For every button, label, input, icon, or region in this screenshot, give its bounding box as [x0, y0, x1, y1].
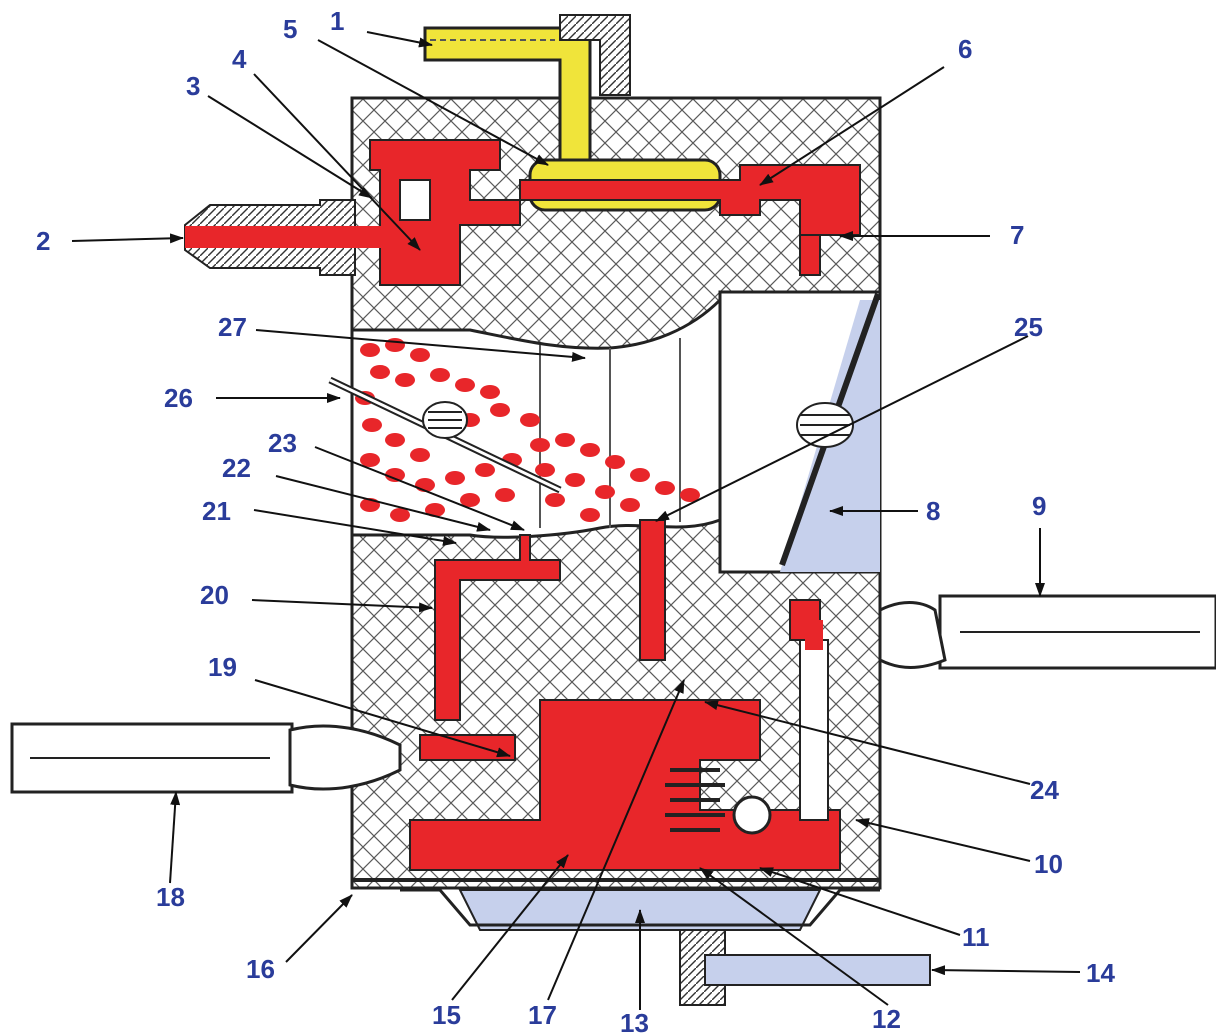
label-4: 4: [232, 44, 247, 74]
fuel-metering-chamber: [409, 519, 841, 871]
label-22: 22: [222, 453, 251, 483]
label-14: 14: [1086, 958, 1115, 988]
label-17: 17: [528, 1000, 557, 1030]
low-speed-needle: [10, 722, 402, 794]
label-8: 8: [926, 496, 940, 526]
label-25: 25: [1014, 312, 1043, 342]
fuel-mist: [355, 338, 700, 522]
label-11: 11: [962, 922, 990, 952]
high-speed-needle: [878, 594, 1216, 670]
label-6: 6: [958, 34, 972, 64]
part-number-labels: 1 2 3 4 5 6 7 8 9 10 11 12 13 14 15 16 1…: [36, 6, 1115, 1035]
throttle-plate-screw: [796, 402, 854, 448]
label-7: 7: [1010, 220, 1024, 250]
fuel-inlet-barb: [184, 199, 385, 276]
label-15: 15: [432, 1000, 461, 1030]
choke-valve: [328, 376, 562, 494]
label-5: 5: [283, 14, 297, 44]
metering-spring: [665, 768, 772, 835]
label-26: 26: [164, 383, 193, 413]
label-10: 10: [1034, 849, 1063, 879]
leader-lines: [71, 31, 1081, 1010]
label-21: 21: [202, 496, 231, 526]
label-9: 9: [1032, 491, 1046, 521]
label-23: 23: [268, 428, 297, 458]
label-27: 27: [218, 312, 247, 342]
label-24: 24: [1030, 775, 1059, 805]
inlet-needle: [799, 620, 829, 821]
fuel-pump-section: [369, 139, 861, 286]
label-16: 16: [246, 954, 275, 984]
label-18: 18: [156, 882, 185, 912]
label-3: 3: [186, 71, 200, 101]
label-20: 20: [200, 580, 229, 610]
label-2: 2: [36, 226, 50, 256]
label-19: 19: [208, 652, 237, 682]
label-13: 13: [620, 1008, 649, 1035]
label-1: 1: [330, 6, 344, 36]
label-12: 12: [872, 1004, 901, 1034]
